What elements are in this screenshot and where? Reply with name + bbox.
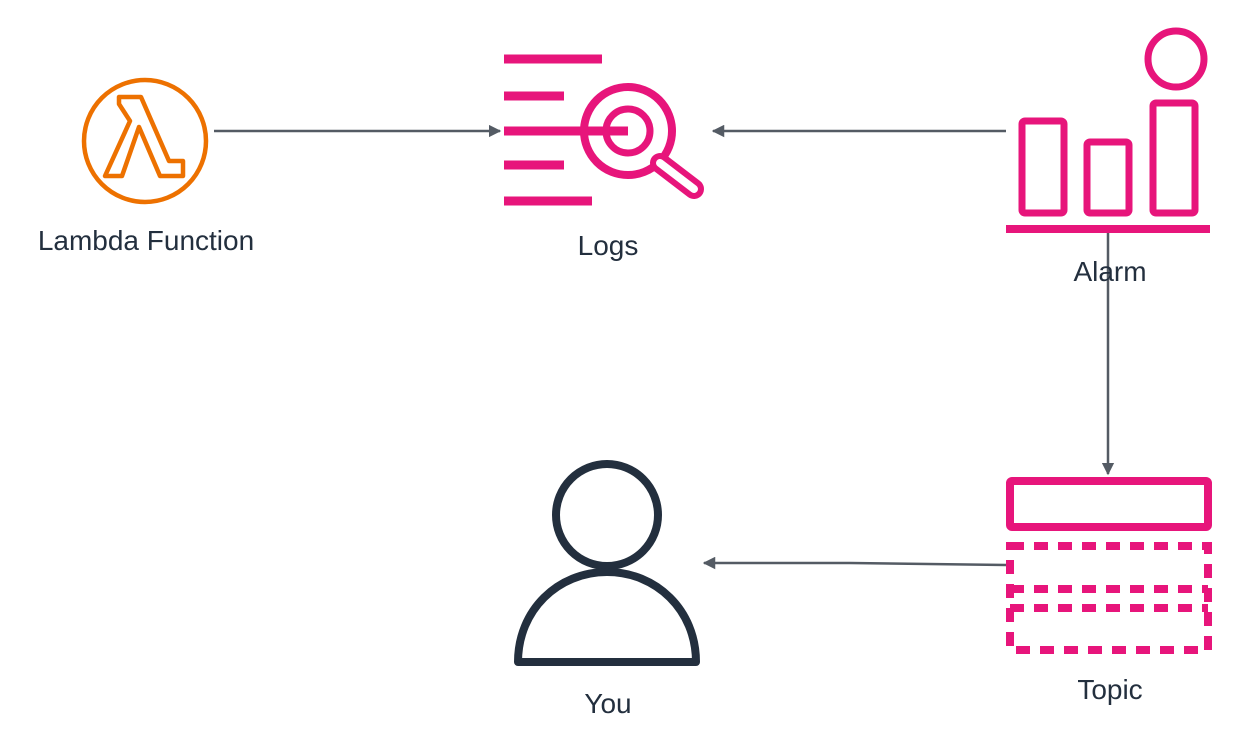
user-icon [514, 460, 700, 666]
alarm-bar-chart-icon [1006, 27, 1210, 233]
lambda-label: Lambda Function [38, 225, 254, 256]
edges [214, 124, 1115, 570]
topic-label: Topic [1077, 674, 1142, 705]
you-node[interactable]: You [514, 460, 700, 719]
lambda-node[interactable]: Lambda Function [38, 77, 254, 256]
topic-node[interactable]: Topic [1006, 477, 1212, 705]
logs-node[interactable]: Logs [504, 54, 704, 261]
you-label: You [584, 688, 631, 719]
logs-search-icon [504, 54, 704, 206]
topic-icon [1006, 477, 1212, 654]
alarm-node[interactable]: Alarm [1006, 27, 1210, 287]
logs-label: Logs [578, 230, 639, 261]
lambda-icon [81, 77, 209, 205]
edge-topic-to-you [702, 556, 1007, 570]
alarm-label: Alarm [1073, 256, 1146, 287]
